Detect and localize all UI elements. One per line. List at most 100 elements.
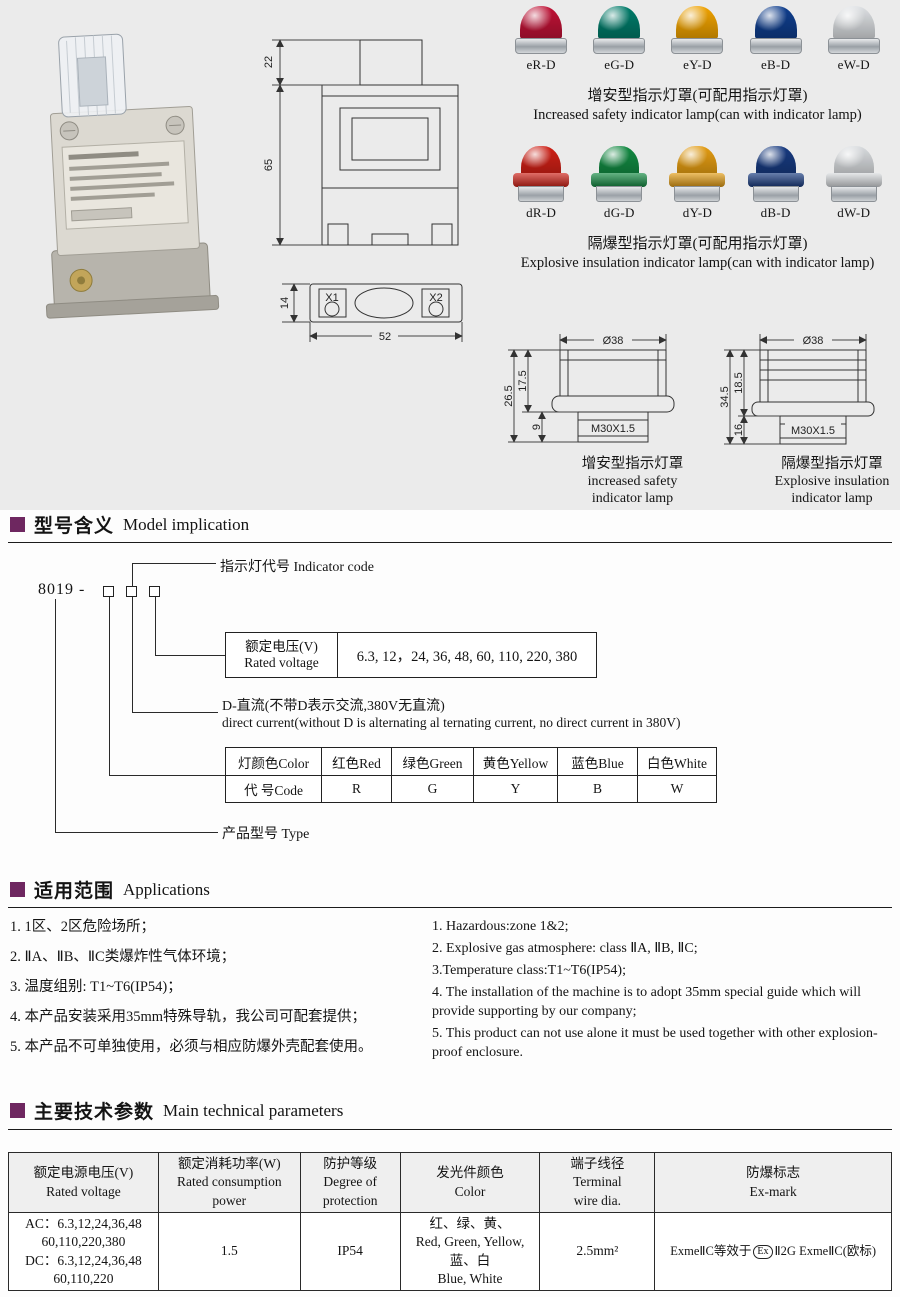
color-table-cell: 黄色Yellow — [474, 748, 558, 775]
lamp-label: eB-D — [760, 57, 791, 72]
diameter-label: Ø38 — [603, 335, 624, 347]
product-photo — [45, 33, 220, 319]
lamp-dome — [677, 146, 718, 176]
lamp-item: eR-D — [504, 6, 578, 73]
color-table-row: 代 号Code R G Y B W — [226, 775, 716, 802]
diameter-label: Ø38 — [803, 335, 824, 347]
cap-d-caption-en2: indicator lamp — [791, 491, 873, 506]
lamp-cap-red-e — [515, 6, 568, 54]
cap-drawing-explosive-insulation: M30X1.5 Ø38 34.5 18.5 16 — [719, 334, 875, 445]
lamp-row: dR-D dG-D dY-D dB-D dW-D — [500, 146, 895, 221]
section-rule — [8, 907, 892, 908]
lamp-item: dB-D — [739, 146, 813, 221]
cell-protection: IP54 — [299, 1212, 401, 1291]
ex-mark-suffix: Ⅱ2G ExmeⅡC(欧标) — [774, 1244, 877, 1258]
lamp-label: eW-D — [837, 57, 870, 72]
header-rated-voltage: 额定电源电压(V)Rated voltage — [8, 1152, 159, 1213]
lamp-flange — [669, 173, 726, 187]
lamp-label: dW-D — [837, 205, 871, 220]
accent-square-icon — [10, 1103, 25, 1118]
lamp-color-code-table: 灯颜色Color 红色Red 绿色Green 黄色Yellow 蓝色Blue 白… — [225, 747, 717, 803]
lamp-cap-white-e — [827, 6, 880, 54]
front-view-outline — [321, 39, 459, 246]
dim-label-22: 22 — [263, 56, 275, 68]
lamp-cap-blue-d — [747, 146, 804, 202]
lamp-dome — [520, 6, 563, 40]
lamp-label: eG-D — [604, 57, 635, 72]
cap-outline — [751, 349, 875, 445]
dim-label-26-5: 26.5 — [503, 385, 515, 406]
lamp-dome — [676, 6, 719, 40]
cap-outline — [551, 349, 675, 443]
cap-drawing-increased-safety: M30X1.5 Ø38 26.5 17.5 9 — [503, 334, 675, 443]
section-heading-applications: 适用范围 Applications — [10, 876, 210, 903]
color-table-cell: Y — [474, 776, 558, 802]
code-box-3 — [149, 586, 160, 597]
lamp-dome — [755, 146, 796, 176]
cell-rated-power: 1.5 — [157, 1212, 301, 1291]
model-implication-diagram: 8019 - 指示灯代号 Indicator code 额定电压(V) Rate… — [0, 555, 900, 847]
lamp-base — [593, 38, 646, 54]
ex-certification-badge-icon: Ex — [753, 1245, 773, 1259]
list-item: 2. ⅡA、ⅡB、ⅡC类爆炸性气体环境； — [10, 949, 236, 965]
connector-line — [132, 563, 133, 587]
dc-note-cn: D-直流(不带D表示交流,380V无直流) — [222, 699, 445, 714]
terminal-x1-label: X1 — [325, 292, 338, 304]
connector-line — [55, 832, 218, 833]
applications-cn-list: 1. 1区、2区危险场所； 2. ⅡA、ⅡB、ⅡC类爆炸性气体环境； 3. 温度… — [10, 917, 430, 1067]
lamp-base — [596, 186, 643, 202]
cap-e-caption-en1: increased safety — [587, 474, 678, 489]
lamp-item: dR-D — [504, 146, 578, 221]
code-box-2 — [126, 586, 137, 597]
product-type-label: 产品型号 Type — [222, 827, 310, 842]
thread-label: M30X1.5 — [791, 425, 835, 437]
connector-line — [155, 655, 225, 656]
lamp-base — [749, 38, 802, 54]
connector-line — [132, 563, 216, 564]
connector-line — [109, 775, 225, 776]
section-title-en: Model implication — [123, 514, 250, 534]
model-base-code: 8019 - — [38, 581, 86, 598]
lamp-base — [518, 186, 565, 202]
cell-wire-dia: 2.5mm² — [539, 1212, 656, 1291]
section-title-cn: 主要技术参数 — [34, 1102, 155, 1123]
lamp-row: eR-D eG-D eY-D eB-D eW-D — [500, 6, 895, 73]
lamp-cap-red-d — [513, 146, 570, 202]
lamp-cap-blue-e — [749, 6, 802, 54]
lamp-dome — [754, 6, 797, 40]
connector-line — [109, 597, 110, 775]
cap-e-caption-cn: 增安型指示灯罩 — [581, 456, 684, 472]
list-item: 3.Temperature class:T1~T6(IP54); — [432, 963, 626, 978]
front-view-dimension-lines — [272, 39, 360, 246]
lamp-row-caption-cn: 隔爆型指示灯罩(可配用指示灯罩) — [587, 236, 808, 252]
lamp-row-caption-en: Increased safety indicator lamp(can with… — [533, 107, 862, 123]
color-table-cell: 白色White — [647, 755, 707, 771]
color-table-row: 灯颜色Color 红色Red 绿色Green 黄色Yellow 蓝色Blue 白… — [226, 748, 716, 775]
code-box-1 — [103, 586, 114, 597]
explosive-insulation-lamp-row: dR-D dG-D dY-D dB-D dW-D 隔爆型指示灯罩(可配用指示灯罩… — [500, 146, 895, 272]
list-item: 4. The installation of the machine is to… — [432, 985, 861, 1019]
cap-d-caption: 隔爆型指示灯罩 Explosive insulation indicator l… — [742, 456, 900, 507]
color-table-cell: 代 号Code — [226, 776, 322, 802]
connector-line — [155, 597, 156, 655]
section-title-cn: 适用范围 — [34, 881, 115, 902]
list-item: 3. 温度组别: T1~T6(IP54)； — [10, 979, 182, 995]
list-item: 5. 本产品不可单独使用，必须与相应防爆外壳配套使用。 — [10, 1039, 373, 1055]
section-rule — [8, 1129, 892, 1130]
list-item: 5. This product can not use alone it mus… — [432, 1026, 878, 1060]
voltage-header-cn: 额定电压(V) — [245, 639, 318, 654]
lamp-cap-green-d — [591, 146, 648, 202]
dim-label-9: 9 — [531, 424, 543, 430]
dim-label-16: 16 — [733, 424, 745, 436]
lamp-cap-green-e — [593, 6, 646, 54]
color-table-cell: 绿色Green — [392, 748, 474, 775]
cap-d-caption-en1: Explosive insulation — [774, 474, 890, 489]
lamp-dome — [521, 146, 562, 176]
cap-dimension-lines — [508, 334, 667, 443]
lamp-base — [671, 38, 724, 54]
lamp-cap-yellow-d — [669, 146, 726, 202]
dim-label-17-5: 17.5 — [517, 370, 529, 391]
